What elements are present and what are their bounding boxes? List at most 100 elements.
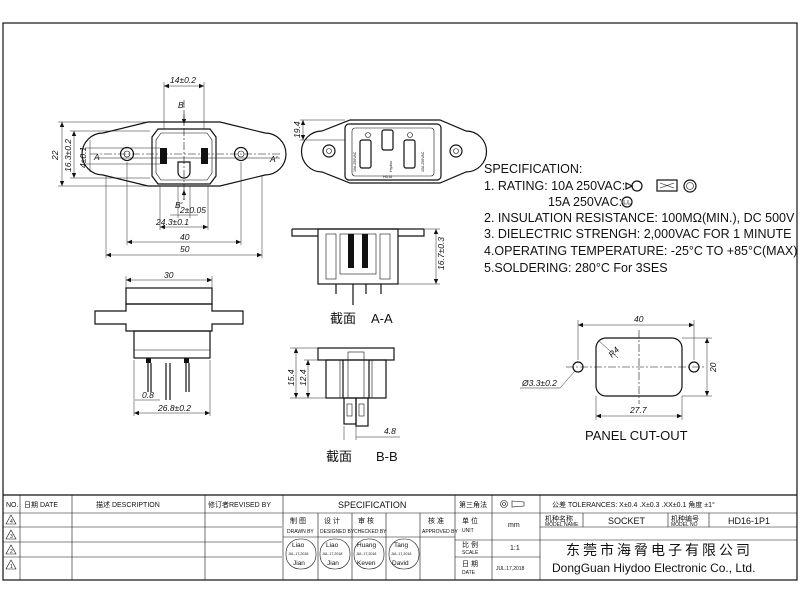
stamp-approved-name2: David bbox=[392, 560, 409, 567]
panel-cutout-label: PANEL CUT-OUT bbox=[585, 428, 688, 443]
projection-label: 第三角法 bbox=[459, 500, 487, 509]
specification-block: SPECIFICATION: 1. RATING: 10A 250VAC: 15… bbox=[484, 162, 797, 275]
model-no-value: HD16-1P1 bbox=[728, 516, 770, 526]
spec-heading: SPECIFICATION: bbox=[484, 162, 582, 176]
stamp-designed-name2: Jian bbox=[327, 560, 339, 567]
date-en: DATE bbox=[462, 570, 476, 576]
section-bb-cn: 截面 bbox=[326, 449, 352, 464]
spec-line-5: 4.OPERATING TEMPERATURE: -25°C TO +85°C(… bbox=[484, 244, 797, 258]
label-b-prime: B' bbox=[175, 200, 183, 210]
company-cn: 东莞市海脋电子有限公司 bbox=[566, 542, 753, 559]
stamp-checked-date: JUL.17,2018 bbox=[356, 552, 376, 556]
front-view: 14±0.2 B B' A A' 22 16.3±0.2 4±0.1 2±0.0… bbox=[50, 75, 287, 258]
model-no-cn: 机种编号 bbox=[671, 514, 699, 523]
face-brand: Hiydoo bbox=[389, 161, 393, 172]
stamp-drawn-date: JUL.17,2018 bbox=[288, 552, 308, 556]
rev-row-4: 4 bbox=[10, 519, 13, 525]
dim-4-8: 4.8 bbox=[384, 426, 396, 436]
role-drawn: 制 图 DRAWN BY Liao JUL.17,2018 Jian bbox=[285, 516, 317, 570]
sheet-border bbox=[2, 22, 798, 581]
cut-dim-r4: R4 bbox=[606, 344, 621, 359]
label-a-prime: A' bbox=[269, 154, 278, 164]
role-approved: 核 准 APPROVED BY Tang JUL.17,2018 David bbox=[388, 516, 459, 570]
role-checked-en: CHECKED BY bbox=[354, 529, 387, 535]
spec-line-4: 3. DIELECTRIC STRENGH: 2,000VAC FOR 1 MI… bbox=[484, 227, 791, 241]
face-view: 10A 250VAC 15A 250VAC Hiydoo HD16 19.4 bbox=[292, 119, 488, 184]
scale-en: SCALE bbox=[462, 550, 479, 556]
date-value: JUL.17,2018 bbox=[496, 566, 525, 572]
stamp-checked-name1: Huang bbox=[357, 542, 377, 549]
role-checked-cn: 审 核 bbox=[358, 516, 374, 525]
company-en: DongGuan Hiydoo Electronic Co., Ltd. bbox=[552, 561, 755, 575]
projection-symbol-icon bbox=[500, 500, 525, 508]
cut-dim-27: 27.7 bbox=[629, 405, 647, 415]
cut-dim-hole: Ø3.3±0.2 bbox=[521, 378, 557, 388]
unit-cn: 单 位 bbox=[462, 516, 478, 525]
rev-row-1: 1 bbox=[10, 564, 13, 570]
dim-26-8: 26.8±0.2 bbox=[157, 403, 191, 413]
face-rating-2: 15A 250VAC bbox=[421, 151, 425, 172]
col-revised-by: 修订者REVISED BY bbox=[208, 500, 271, 509]
section-aa-view: 16.7±0.3 截面 A-A bbox=[291, 228, 446, 326]
stamp-approved-date: JUL.17,2018 bbox=[391, 552, 411, 556]
tolerances: 公差 TOLERANCES: X±0.4 .X±0.3 .XX±0.1 角度 ±… bbox=[552, 500, 715, 509]
unit-en: UNIT bbox=[462, 528, 474, 534]
col-no: NO. bbox=[6, 502, 19, 509]
model-name-value: SOCKET bbox=[608, 516, 646, 526]
section-bb-view: 15.4 12.4 4.8 截面 B-B bbox=[286, 347, 400, 464]
dim-22: 22 bbox=[50, 150, 60, 161]
role-approved-en: APPROVED BY bbox=[422, 529, 459, 535]
unit-value: mm bbox=[508, 522, 520, 529]
label-b: B bbox=[178, 100, 184, 110]
role-drawn-en: DRAWN BY bbox=[287, 529, 314, 535]
face-rating-1: 10A 250VAC bbox=[353, 151, 357, 172]
cert-marks-icon bbox=[621, 179, 697, 208]
title-block: NO. 日期 DATE 描述 DESCRIPTION 修订者REVISED BY… bbox=[3, 494, 797, 580]
dim-12-4: 12.4 bbox=[298, 369, 308, 386]
col-description: 描述 DESCRIPTION bbox=[96, 500, 160, 509]
section-aa-cn: 截面 bbox=[330, 311, 356, 326]
specification-title: SPECIFICATION bbox=[338, 500, 406, 510]
spec-line-6: 5.SOLDERING: 280°C For 3SES bbox=[484, 261, 668, 275]
model-name-en: MODEL NAME bbox=[545, 522, 579, 528]
stamp-approved-name1: Tang bbox=[394, 542, 408, 549]
dim-24: 24.3±0.1 bbox=[155, 217, 189, 227]
spec-line-3: 2. INSULATION RESISTANCE: 100MΩ(MIN.), D… bbox=[484, 211, 795, 225]
dim-15-4: 15.4 bbox=[286, 369, 296, 386]
stamp-checked-name2: Keven bbox=[357, 560, 376, 567]
dim-19: 19.4 bbox=[292, 121, 302, 138]
model-no-en: MODEL NO bbox=[671, 522, 698, 528]
spec-line-2: 15A 250VAC: bbox=[548, 195, 622, 209]
rev-markers: 4 3 2 1 bbox=[5, 514, 17, 570]
role-designed-en: DESIGNED BY bbox=[320, 529, 355, 535]
role-checked: 审 核 CHECKED BY Huang JUL.17,2018 Keven bbox=[353, 516, 387, 570]
scale-cn: 比 例 bbox=[462, 540, 478, 549]
stamp-drawn-name2: Jian bbox=[293, 560, 305, 567]
col-date: 日期 DATE bbox=[24, 501, 58, 509]
rev-row-3: 3 bbox=[10, 534, 13, 540]
face-model: HD16 bbox=[383, 175, 392, 179]
scale-value: 1:1 bbox=[510, 545, 520, 552]
date-cn: 日 期 bbox=[462, 560, 478, 568]
label-a: A bbox=[93, 152, 100, 162]
stamp-designed-date: JUL.17,2018 bbox=[322, 552, 342, 556]
dim-16-7: 16.7±0.3 bbox=[436, 237, 446, 270]
section-aa-label: A-A bbox=[371, 311, 393, 326]
section-bb-label: B-B bbox=[376, 449, 398, 464]
spec-line-1: 1. RATING: 10A 250VAC: bbox=[484, 179, 625, 193]
stamp-drawn-name1: Liao bbox=[292, 542, 305, 549]
role-designed-cn: 设 计 bbox=[324, 516, 340, 525]
panel-cutout-view: 40 20 R4 Ø3.3±0.2 27.7 PANEL CUT-OUT bbox=[520, 314, 718, 443]
dim-0-8: 0.8 bbox=[142, 390, 154, 400]
rev-row-2: 2 bbox=[10, 549, 13, 555]
bottom-view: 30 0.8 26.8±0.2 bbox=[94, 270, 244, 416]
dim-14: 14±0.2 bbox=[170, 75, 196, 85]
role-approved-cn: 核 准 bbox=[428, 516, 444, 525]
model-name-cn: 机种名称 bbox=[545, 514, 573, 523]
dim-4: 4±0.1 bbox=[78, 147, 88, 168]
dim-30: 30 bbox=[164, 270, 174, 280]
cut-dim-20: 20 bbox=[708, 362, 718, 373]
dim-50: 50 bbox=[180, 244, 190, 254]
dim-16: 16.3±0.2 bbox=[63, 139, 73, 172]
